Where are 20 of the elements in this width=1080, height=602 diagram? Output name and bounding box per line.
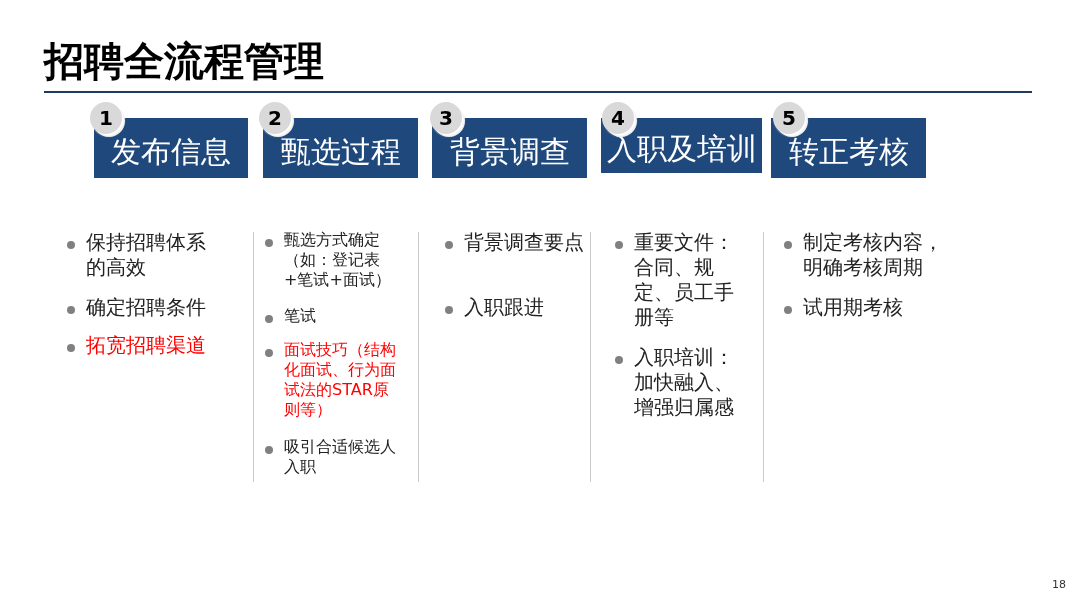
- slide-title: 招聘全流程管理: [44, 37, 324, 86]
- bullet-text: 甄选方式确定（如：登记表+笔试+面试）: [284, 230, 392, 290]
- bullet-text: 拓宽招聘渠道: [86, 333, 207, 358]
- bullet-text: 保持招聘体系的高效: [86, 230, 207, 280]
- step-number-circle: 3: [430, 102, 462, 134]
- bullet-text: 吸引合适候选人入职: [284, 437, 397, 477]
- bullet-text: 试用期考核: [803, 295, 904, 320]
- step-number-circle: 5: [773, 102, 805, 134]
- bullet-text: 制定考核内容，明确考核周期: [803, 230, 944, 280]
- step-number-circle: 4: [602, 102, 634, 134]
- bullet-text: 重要文件：合同、规定、员工手册等: [634, 230, 735, 330]
- bullet-text: 入职培训：加快融入、增强归属感: [634, 345, 735, 420]
- bullet-text: 背景调查要点: [464, 230, 584, 255]
- bullet-text: 确定招聘条件: [86, 295, 207, 320]
- step-number-circle: 2: [259, 102, 291, 134]
- step-number-circle: 1: [90, 102, 122, 134]
- bullet-text: 面试技巧（结构化面试、行为面试法的STAR原则等）: [284, 340, 397, 420]
- bullet-text: 入职跟进: [464, 295, 545, 320]
- bullet-text: 笔试: [284, 306, 317, 326]
- page-number: 18: [1052, 578, 1066, 591]
